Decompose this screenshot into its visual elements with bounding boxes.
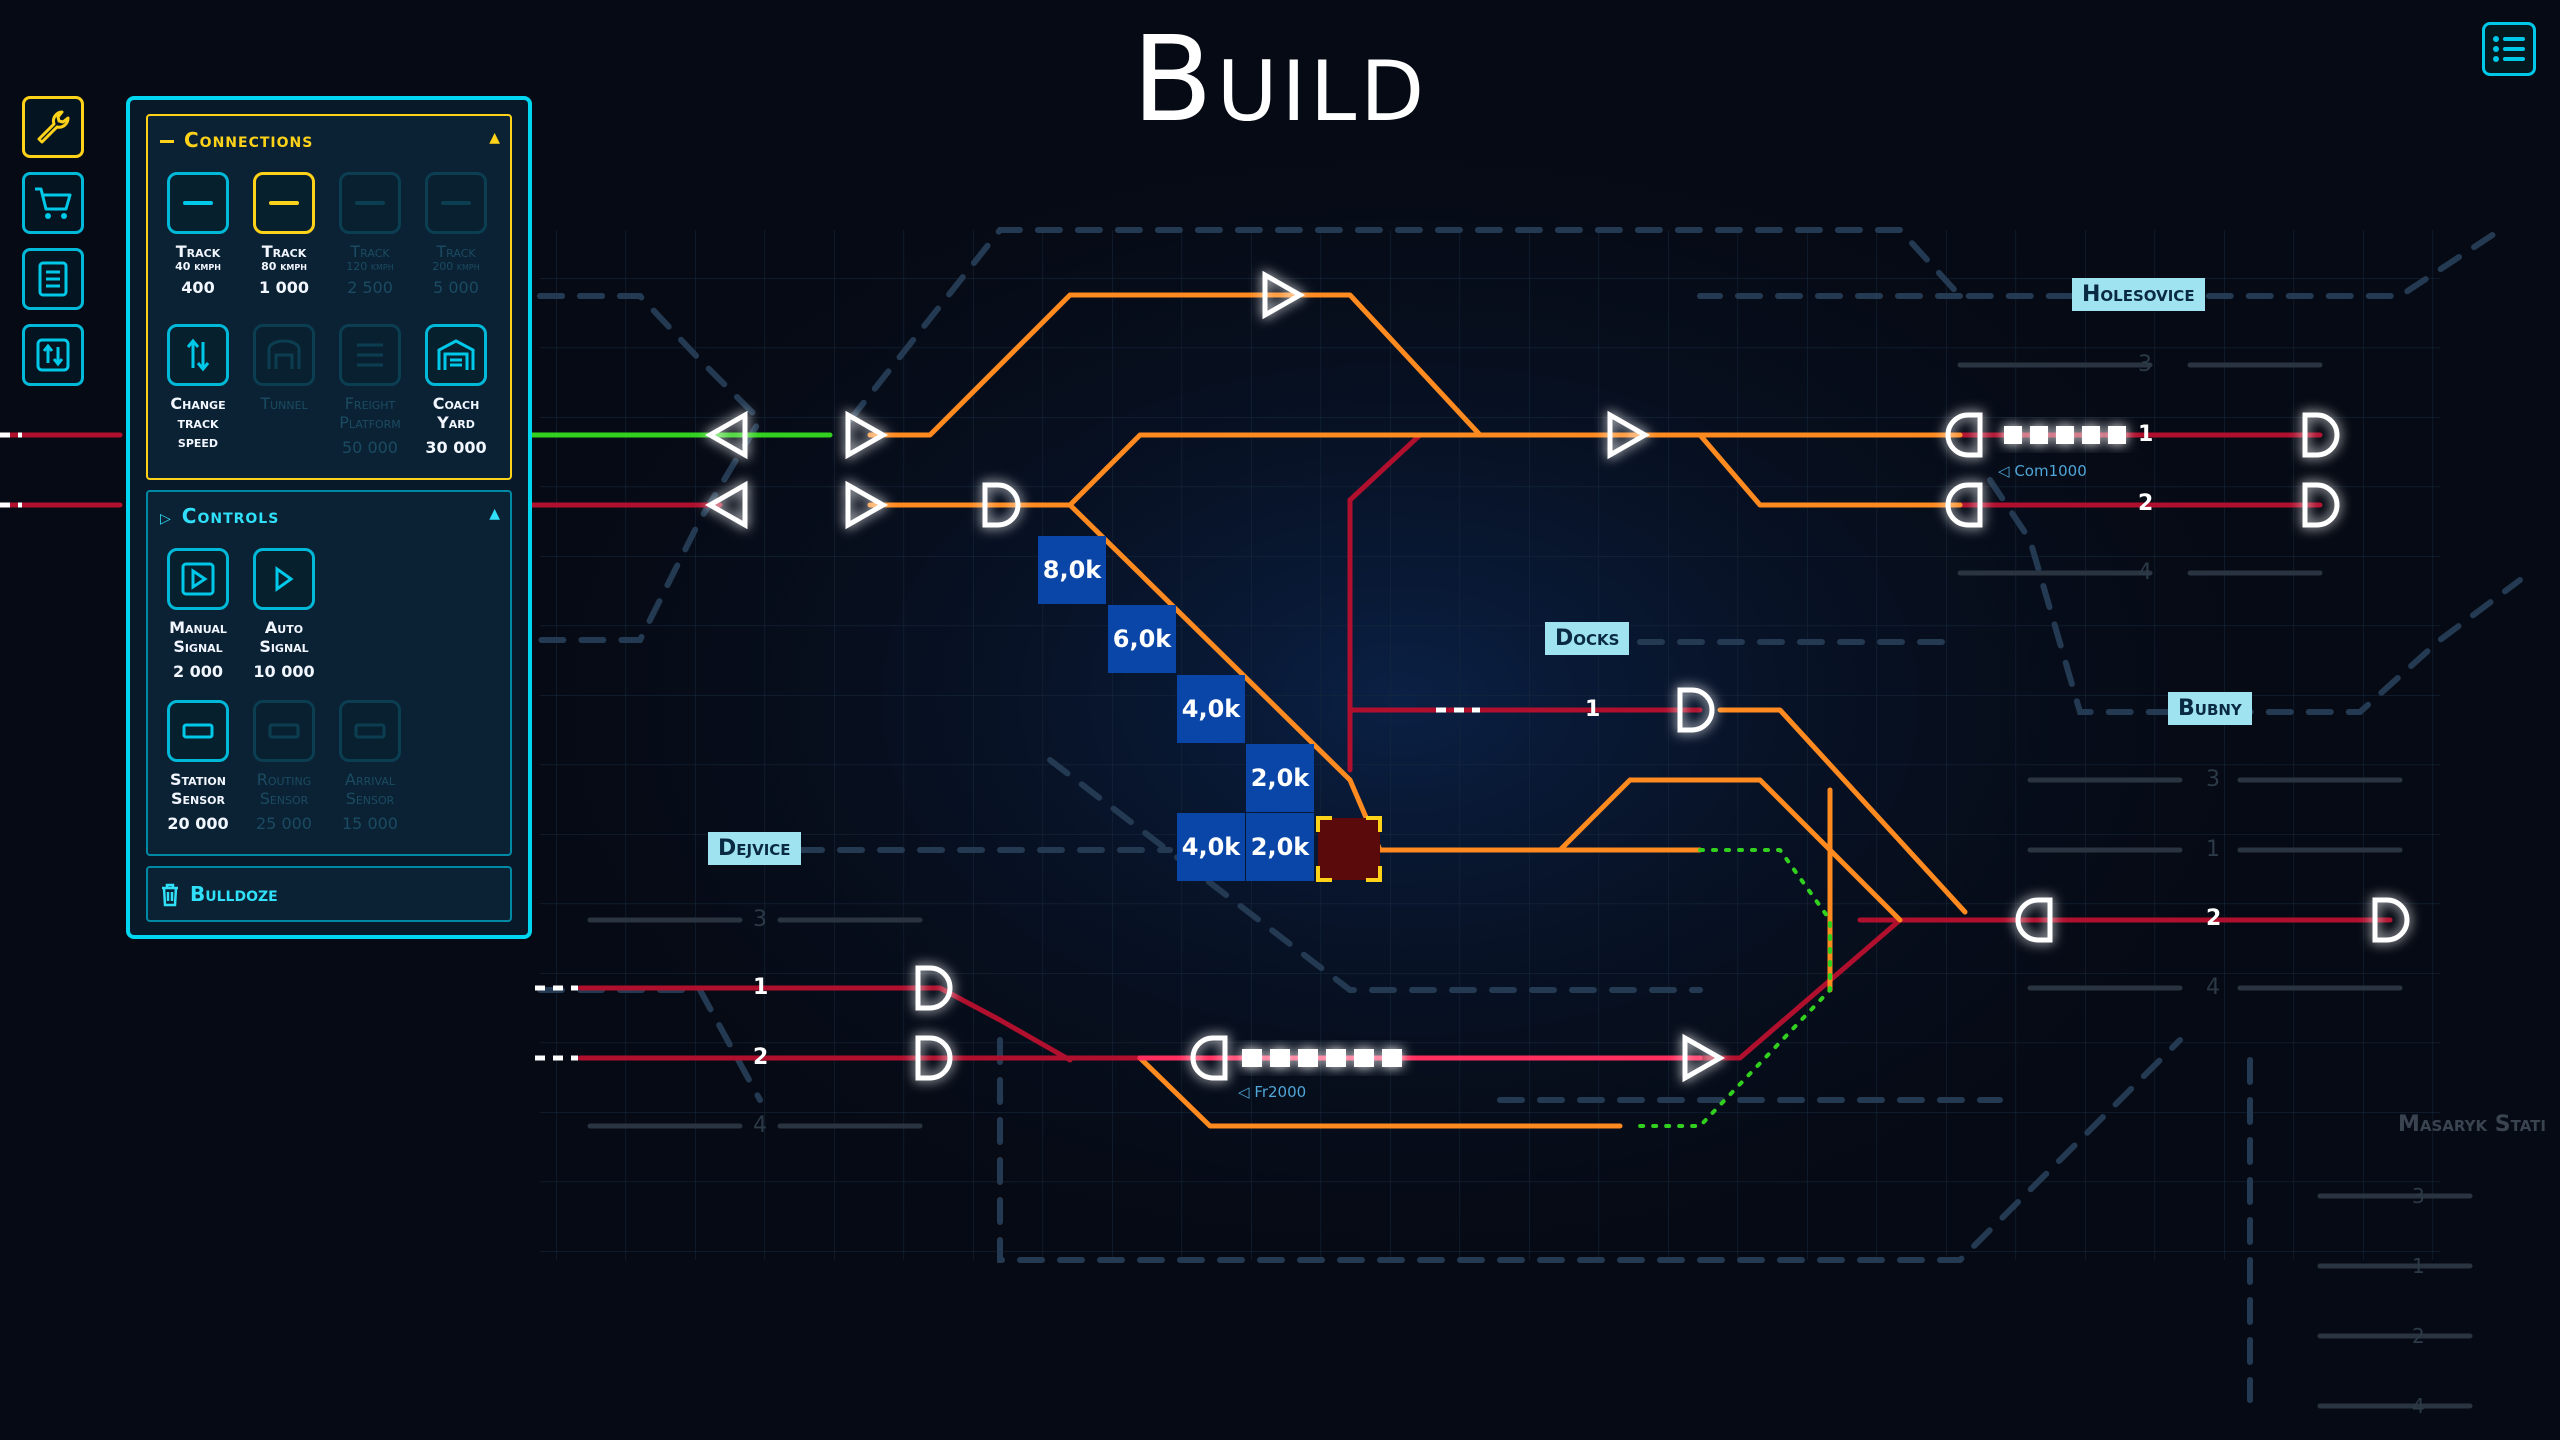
platform-number: 4 — [753, 1113, 767, 1138]
coach-yard-icon — [437, 339, 475, 370]
tunnel-icon — [267, 339, 301, 369]
platform-number: 2 — [753, 1045, 769, 1070]
signals — [704, 270, 1726, 1083]
signal-east-2 — [845, 480, 889, 530]
platform-number: 4 — [2206, 975, 2220, 1000]
controls-header[interactable]: ▷Controls — [160, 504, 280, 528]
track-icon — [441, 201, 471, 205]
swap-icon — [36, 338, 70, 372]
platform-number: 1 — [2412, 1254, 2425, 1278]
train-fr — [1242, 1049, 1402, 1067]
platform-number: 3 — [2138, 352, 2152, 377]
platform-number: 3 — [2412, 1184, 2425, 1208]
arrival-sensor-icon — [354, 723, 386, 739]
station-label-masaryk[interactable]: Masaryk Stati — [2398, 1112, 2546, 1137]
planned-route — [1638, 848, 1832, 1128]
play-icon: ▷ — [160, 511, 172, 527]
document-icon — [38, 261, 68, 297]
page-title: Build — [1131, 10, 1429, 148]
platform-ends — [915, 412, 2410, 1081]
cost-tile: 6,0k — [1108, 605, 1176, 673]
cost-tile: 4,0k — [1177, 813, 1245, 881]
connections-header[interactable]: Connections — [160, 128, 313, 152]
cart-icon — [35, 187, 72, 219]
sidebar-build-button[interactable] — [22, 96, 84, 158]
platform-number: 1 — [2138, 422, 2154, 447]
platform-number: 4 — [2138, 560, 2152, 585]
track-icon — [355, 201, 385, 205]
track-stubs — [0, 432, 1480, 1061]
platform-number: 1 — [2206, 837, 2220, 862]
station-sensor-icon — [182, 723, 214, 739]
platform-number: 3 — [753, 907, 767, 932]
wrench-icon — [37, 110, 70, 144]
tunnel-item[interactable]: Tunnel — [242, 324, 326, 413]
cost-tile: 2,0k — [1246, 813, 1314, 881]
station-sensor-item[interactable]: Station Sensor 20 000 — [156, 700, 240, 833]
routing-sensor-item[interactable]: Routing Sensor 25 000 — [242, 700, 326, 833]
cost-tile: 8,0k — [1038, 536, 1106, 604]
inactive-platforms — [587, 362, 2473, 1409]
signal-west-2 — [704, 480, 748, 530]
auto-signal-item[interactable]: Auto Signal 10 000 — [242, 548, 326, 681]
platform-number: 1 — [753, 975, 769, 1000]
track-icon — [269, 201, 299, 205]
track-icon — [183, 201, 213, 205]
cost-tile: 2,0k — [1246, 744, 1314, 812]
collapse-icon[interactable]: ▲ — [489, 130, 500, 146]
trash-icon — [162, 883, 178, 907]
station-label-dejvice[interactable]: Dejvice — [708, 832, 801, 865]
platform-number: 1 — [1585, 697, 1601, 722]
signal-bottom — [1682, 1033, 1726, 1083]
signal-mid — [1607, 410, 1651, 460]
station-label-docks[interactable]: Docks — [1545, 622, 1630, 655]
change-speed-icon — [186, 338, 210, 372]
sidebar-timetable-button[interactable] — [22, 248, 84, 310]
manual-signal-icon — [181, 562, 215, 596]
freight-platform-item[interactable]: Freight Platform 50 000 — [328, 324, 412, 457]
sidebar-shop-button[interactable] — [22, 172, 84, 234]
platform-number: 3 — [2206, 767, 2220, 792]
sidebar-settings-button[interactable] — [22, 324, 84, 386]
menu-button[interactable] — [2482, 22, 2536, 76]
train-label-fr[interactable]: ◁ Fr2000 — [1238, 1083, 1307, 1101]
new-tracks — [867, 292, 1968, 1129]
signal-west-1 — [704, 410, 748, 460]
signal-east-1 — [845, 410, 889, 460]
manual-signal-item[interactable]: Manual Signal 2 000 — [156, 548, 240, 681]
controls-section: ▷Controls ▲ Manual Signal 2 000 Auto Sig… — [146, 490, 512, 856]
arrival-sensor-item[interactable]: Arrival Sensor 15 000 — [328, 700, 412, 833]
coach-yard-item[interactable]: Coach Yard 30 000 — [414, 324, 498, 457]
routing-sensor-icon — [268, 723, 300, 739]
station-label-holesovice[interactable]: Holesovice — [2072, 278, 2205, 311]
platform-number: 2 — [2138, 491, 2154, 516]
cost-tile: 4,0k — [1177, 675, 1245, 743]
station-label-bubny[interactable]: Bubny — [2168, 692, 2252, 725]
bulldoze-button[interactable]: Bulldoze — [146, 866, 512, 922]
freight-platform-icon — [357, 343, 383, 367]
platform-number: 2 — [2412, 1324, 2425, 1348]
list-menu-icon — [2493, 36, 2525, 62]
train-com — [2004, 426, 2126, 444]
signal-top — [1262, 270, 1306, 320]
collapse-icon[interactable]: ▲ — [489, 506, 500, 522]
change-track-speed-item[interactable]: Change track speed — [156, 324, 240, 451]
auto-signal-icon — [275, 566, 294, 592]
train-label-com[interactable]: ◁ Com1000 — [1998, 462, 2087, 480]
build-cursor[interactable] — [1316, 816, 1382, 882]
platform-number: 4 — [2412, 1394, 2425, 1418]
platform-number: 2 — [2206, 906, 2222, 931]
